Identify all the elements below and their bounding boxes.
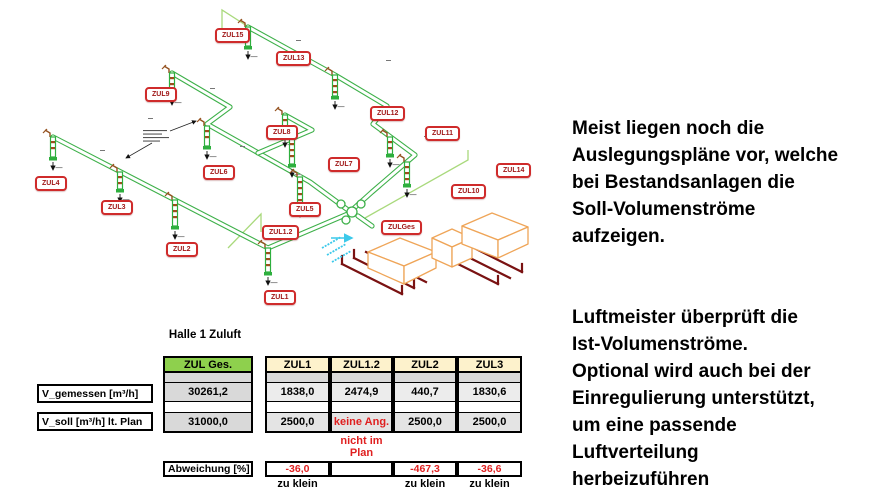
spacer-row: [165, 402, 251, 413]
fixing-annotation: [125, 120, 197, 159]
spacer-row: [459, 402, 520, 413]
column-header: ZUL Ges.: [165, 358, 251, 373]
abweichung-zul1-2: [330, 461, 393, 477]
explanatory-text: Meist liegen noch die Auslegungspläne vo…: [572, 88, 870, 499]
column-zul2: ZUL2 440,7 2500,0: [393, 356, 457, 433]
outlet-label: ZUL15: [215, 28, 251, 44]
outlet-label: ZUL12: [370, 106, 406, 122]
column-header: ZUL2: [395, 358, 455, 373]
note-zul3: zu klein: [469, 478, 510, 490]
duct-diagram-canvas: [42, 8, 529, 296]
cyan-annotation: [321, 233, 354, 263]
outlet-label: ZUL2: [166, 242, 198, 258]
thin-duct-lines: [221, 8, 469, 249]
spacer-row: [332, 373, 391, 383]
outlet-drops: [42, 18, 417, 286]
gemessen-value: 30261,2: [165, 383, 251, 402]
column-zul3: ZUL3 1830,6 2500,0: [457, 356, 522, 433]
gemessen-value: 1830,6: [459, 383, 520, 402]
abweichung-zul3: -36,6: [457, 461, 522, 477]
plan-note: nicht im Plan: [340, 435, 383, 459]
column-header: ZUL1.2: [332, 358, 391, 373]
outlet-label: ZUL9: [145, 87, 177, 103]
soll-value: 31000,0: [165, 413, 251, 431]
column-header: ZUL1: [267, 358, 328, 373]
spacer-row: [395, 373, 455, 383]
outlet-label: ZUL8: [266, 125, 298, 141]
spacer-row: [332, 402, 391, 413]
column-zul1-2: ZUL1.2 2474,9 keine Ang.: [330, 356, 393, 433]
outlet-label: ZUL10: [451, 184, 487, 200]
outlet-label: ZUL4: [35, 176, 67, 192]
spacer-row: [267, 373, 328, 383]
spacer-row: [267, 402, 328, 413]
soll-value: 2500,0: [395, 413, 455, 431]
row-label-abweichung: Abweichung [%]: [163, 461, 253, 477]
outlet-label: ZUL1.2: [262, 225, 300, 241]
outlet-label: ZUL6: [203, 165, 235, 181]
row-label-soll: V_soll [m³/h] lt. Plan: [37, 412, 153, 431]
spacer-row: [165, 373, 251, 383]
column-zul1: ZUL1 1838,0 2500,0: [265, 356, 330, 433]
paragraph-luftmeister: Luftmeister überprüft die Ist-Volumenstr…: [572, 307, 815, 490]
paragraph-soll: Meist liegen noch die Auslegungspläne vo…: [572, 118, 839, 247]
outlet-label: ZUL14: [496, 163, 532, 179]
column-zul-ges: ZUL Ges. 30261,2 31000,0: [163, 356, 253, 433]
spacer-row: [395, 402, 455, 413]
soll-value: 2500,0: [267, 413, 328, 431]
outlet-label: ZUL7: [328, 157, 360, 173]
gemessen-value: 2474,9: [332, 383, 391, 402]
soll-value: keine Ang.: [332, 413, 391, 431]
ahu-unit: [340, 212, 529, 296]
abweichung-zul1: -36,0: [265, 461, 330, 477]
row-label-gemessen: V_gemessen [m³/h]: [37, 384, 153, 403]
spacer-row: [459, 373, 520, 383]
junction-elbows: [336, 199, 366, 225]
gemessen-value: 440,7: [395, 383, 455, 402]
outlet-label: ZUL3: [101, 200, 133, 216]
outlet-label: ZUL1: [264, 290, 296, 306]
soll-value: 2500,0: [459, 413, 520, 431]
outlet-label: ZUL5: [289, 202, 321, 218]
gemessen-value: 1838,0: [267, 383, 328, 402]
outlet-label: ZUL13: [276, 51, 312, 67]
note-zul1: zu klein: [277, 478, 318, 490]
column-header: ZUL3: [459, 358, 520, 373]
abweichung-zul2: -467,3: [393, 461, 457, 477]
note-zul2: zu klein: [404, 478, 446, 490]
table-title: Halle 1 Zuluft: [168, 329, 242, 341]
outlet-label: ZULGes: [381, 220, 422, 236]
outlet-label: ZUL11: [425, 126, 461, 142]
